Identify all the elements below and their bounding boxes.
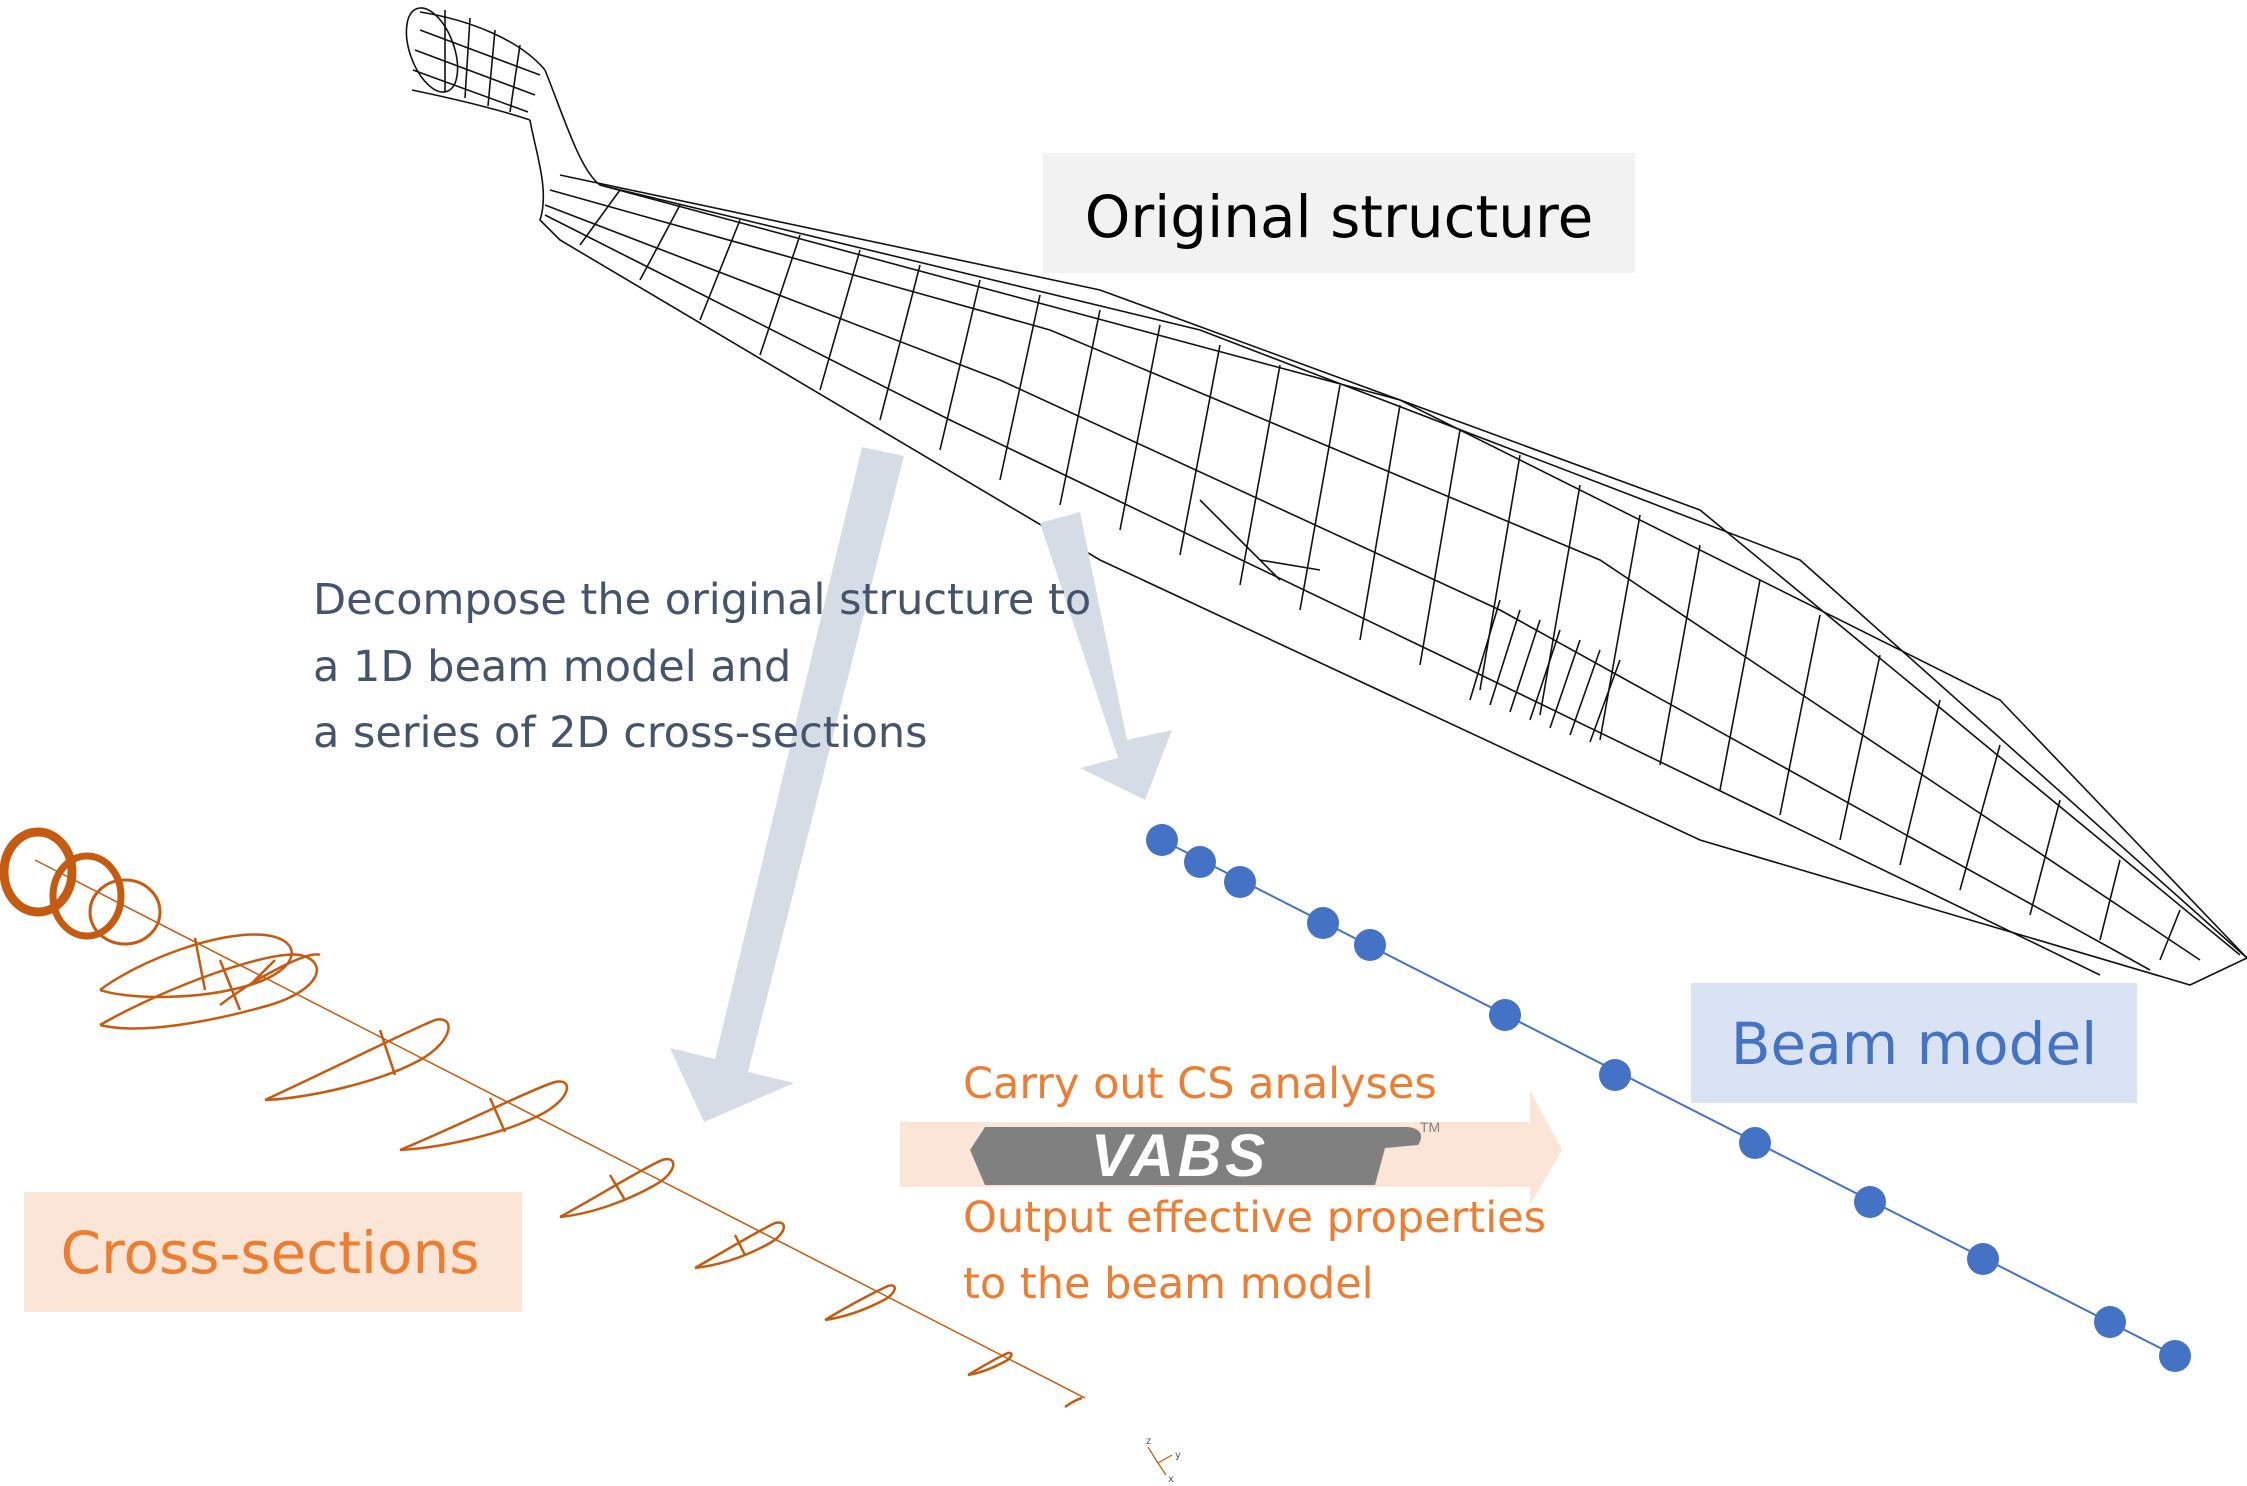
beam-node-11 [2094,1306,2126,1338]
original-structure-label: Original structure [1043,153,1635,273]
cross-sections-group [0,827,1086,1409]
cross-section-airfoil-4 [264,1018,450,1102]
carry-out-text: Carry out CS analyses [963,1059,1437,1109]
axis-z-label: z [1146,1436,1151,1447]
cross-section-airfoil-10 [1064,1396,1083,1409]
decompose-arrow-to-beam [1040,512,1172,800]
vabs-logo-text: VABS [1091,1122,1269,1189]
cross-section-airfoil-9 [967,1351,1013,1377]
cross-section-root-circle-2 [49,852,125,940]
cross-section-root-circle-1 [0,827,77,917]
decompose-line-3: a series of 2D cross-sections [313,708,928,758]
beam-node-7 [1599,1059,1631,1091]
cross-section-airfoil-2 [99,953,319,1030]
cross-section-airfoil-7 [694,1221,785,1270]
cross-section-airfoil-3 [219,953,321,1007]
axis-triad: z y x [1146,1436,1181,1485]
cross-sections-text: Cross-sections [60,1219,479,1287]
cross-section-airfoil-6 [559,1157,675,1219]
decompose-arrow-to-cross-sections [670,447,904,1122]
blade-wireframe [405,7,2247,986]
axis-y-label: y [1175,1450,1181,1461]
cross-sections-label: Cross-sections [24,1192,522,1312]
cross-section-airfoil-5 [399,1080,569,1152]
beam-node-3 [1224,866,1256,898]
cross-section-airfoil-8 [824,1284,896,1322]
output-line-1: Output effective properties [963,1193,1546,1243]
beam-model-label: Beam model [1691,983,2137,1103]
beam-node-12 [2159,1340,2191,1372]
vabs-trademark: TM [1420,1119,1440,1135]
output-line-2: to the beam model [963,1259,1374,1309]
beam-node-2 [1184,846,1216,878]
beam-node-5 [1354,929,1386,961]
decompose-line-2: a 1D beam model and [313,642,791,692]
beam-node-4 [1307,907,1339,939]
axis-x-label: x [1168,1474,1174,1485]
vabs-logo: VABS TM [970,1119,1440,1189]
decompose-description: Decompose the original structure to a 1D… [313,575,1091,758]
beam-node-1 [1146,824,1178,856]
cross-section-axis-line [34,859,1086,1399]
beam-node-8 [1739,1127,1771,1159]
beam-model [1146,824,2191,1372]
cross-section-root-circle-3 [88,878,162,946]
beam-model-text: Beam model [1731,1010,2098,1078]
analysis-description: Carry out CS analyses Output effective p… [963,1059,1546,1309]
beam-node-9 [1854,1186,1886,1218]
beam-node-6 [1489,999,1521,1031]
beam-node-10 [1967,1243,1999,1275]
decompose-line-1: Decompose the original structure to [313,575,1091,625]
original-structure-text: Original structure [1085,183,1594,251]
